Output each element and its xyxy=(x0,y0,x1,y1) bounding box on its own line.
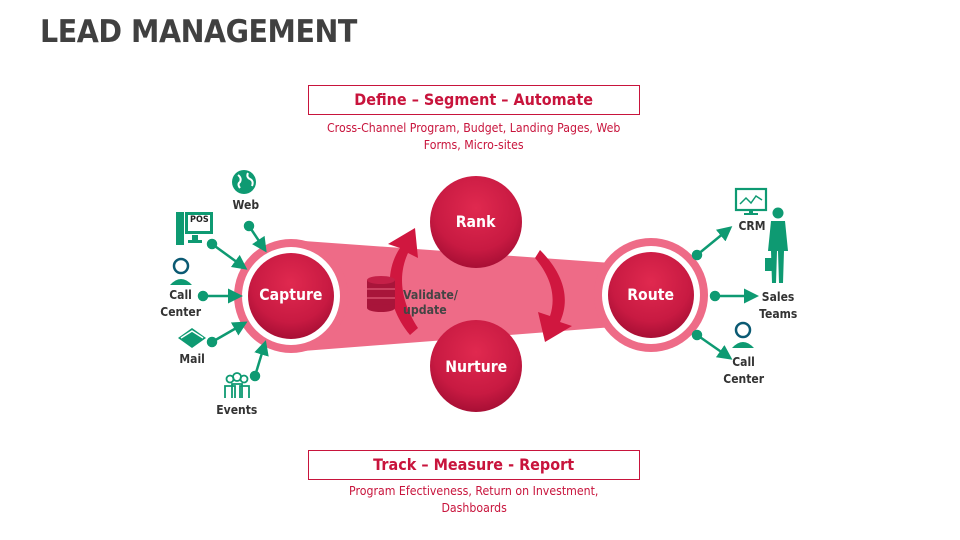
top-heading: Define – Segment – Automate xyxy=(354,90,594,109)
globe-icon xyxy=(232,170,256,194)
mail-connector xyxy=(211,321,248,344)
validate-update-label: Validate/ update xyxy=(403,287,458,317)
pos-terminal-icon xyxy=(176,212,213,245)
bottom-heading: Track – Measure - Report xyxy=(373,455,575,474)
call-center-out-connector xyxy=(696,333,733,360)
crm-label: CRM xyxy=(738,219,766,233)
bottom-description: Program Efectiveness, Return on Investme… xyxy=(349,483,599,515)
nurture-label: Nurture xyxy=(444,357,507,376)
route-circle xyxy=(608,252,694,338)
page-title: LEAD MANAGEMENT xyxy=(40,14,357,50)
sales-teams-label: Sales Teams xyxy=(758,290,798,321)
crm-connector xyxy=(696,226,733,256)
top-description: Cross-Channel Program, Budget, Landing P… xyxy=(327,120,621,152)
rank-circle xyxy=(430,176,522,268)
people-group-icon xyxy=(224,372,250,398)
mail-label: Mail xyxy=(179,352,205,366)
curved-arrow-down-icon xyxy=(535,250,572,342)
capture-label: Capture xyxy=(259,285,323,304)
events-connector xyxy=(253,340,269,377)
crm-monitor-icon xyxy=(734,187,768,215)
call-center-in-label: Call Center xyxy=(160,288,202,319)
web-label: Web xyxy=(232,198,260,212)
pos-connector xyxy=(211,242,248,270)
mail-icon xyxy=(178,328,206,348)
rank-label: Rank xyxy=(456,212,496,231)
track-measure-report-box: Track – Measure - Report xyxy=(308,450,640,480)
database-icon xyxy=(367,276,395,312)
pos-label: POS xyxy=(189,215,209,225)
nurture-circle xyxy=(430,320,522,412)
events-label: Events xyxy=(216,403,258,417)
curved-arrow-up-icon xyxy=(388,228,418,335)
headset-agent-icon xyxy=(732,321,754,348)
call-center-out-label: Call Center xyxy=(723,355,765,386)
headset-agent-icon xyxy=(170,257,192,285)
define-segment-automate-box: Define – Segment – Automate xyxy=(308,85,640,115)
businessman-icon xyxy=(765,207,788,283)
route-label: Route xyxy=(627,285,675,304)
capture-circle xyxy=(248,253,334,339)
